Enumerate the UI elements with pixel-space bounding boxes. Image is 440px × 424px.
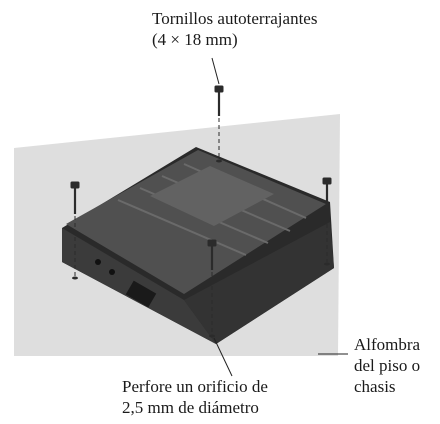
- terminal: [95, 259, 101, 265]
- screw-icon: [70, 181, 80, 214]
- terminal: [109, 269, 115, 275]
- drill-hole: [72, 276, 78, 280]
- leader-drill: [213, 337, 233, 377]
- drill-label-line2: 2,5 mm de diámetro: [122, 398, 259, 417]
- connector-panel: [125, 280, 157, 308]
- drill-label: Perfore un orificio de 2,5 mm de diámetr…: [122, 376, 268, 418]
- screw-icon: [207, 239, 217, 270]
- screw-icon: [322, 177, 332, 208]
- floor-label: Alfombra del piso o chasis: [354, 334, 420, 397]
- screws-label-line1: Tornillos autoterrajantes: [152, 9, 318, 28]
- guide-lines: [74, 118, 328, 332]
- drill-hole: [209, 334, 215, 338]
- amplifier-center-fin: [150, 166, 274, 226]
- amplifier: [62, 147, 334, 344]
- screws: [70, 85, 332, 270]
- drill-label-line1: Perfore un orificio de: [122, 377, 268, 396]
- drill-hole: [324, 262, 330, 266]
- amplifier-top: [66, 150, 326, 294]
- floor-label-line3: chasis: [354, 377, 396, 396]
- screws-label: Tornillos autoterrajantes (4 × 18 mm): [152, 8, 317, 50]
- leader-screws: [211, 57, 220, 85]
- floor-label-line2: del piso o: [354, 356, 421, 375]
- amplifier-side-right: [184, 222, 334, 344]
- leader-lines: [211, 57, 348, 377]
- screws-label-line2: (4 × 18 mm): [152, 30, 238, 49]
- drill-holes: [72, 159, 330, 338]
- drill-hole: [216, 159, 222, 163]
- floor-label-line1: Alfombra: [354, 335, 421, 354]
- screw-icon: [214, 85, 224, 116]
